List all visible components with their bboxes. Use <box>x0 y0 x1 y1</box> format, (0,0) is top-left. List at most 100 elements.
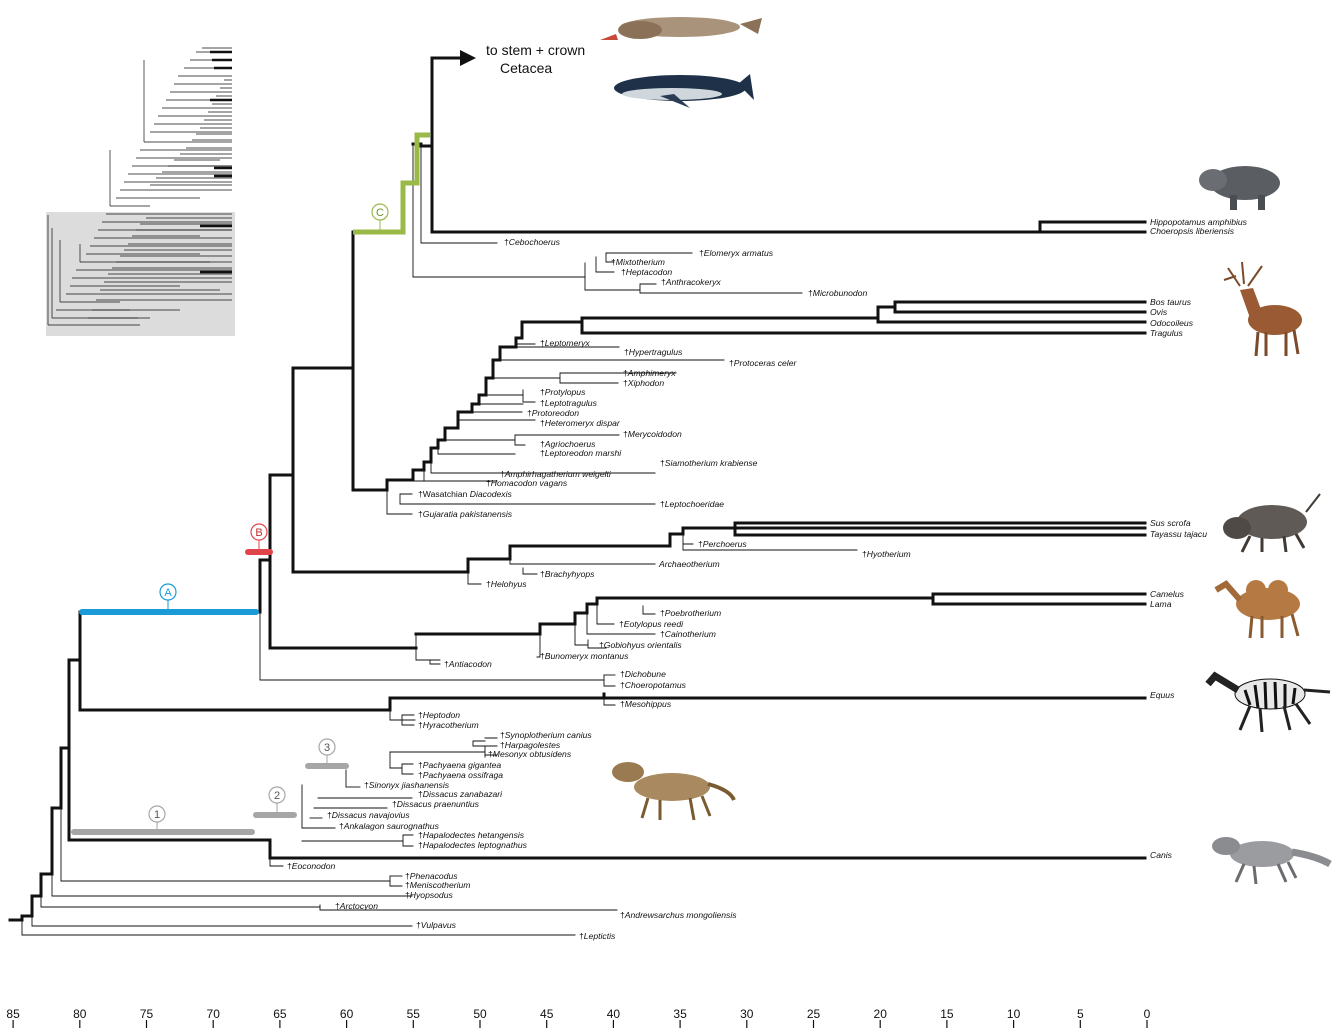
taxon-label-leptictis: †Leptictis <box>579 931 616 941</box>
deer-illustration <box>1223 261 1302 357</box>
taxon-label-pachyaena_g: †Pachyaena gigantea <box>418 760 501 770</box>
taxon-label-choeropsis: Choeropsis liberiensis <box>1150 226 1235 236</box>
zebra-illustration <box>1205 671 1331 733</box>
taxon-label-homacodon: †Homacodon vagans <box>486 478 568 488</box>
mesonychid-illustration <box>612 762 736 821</box>
taxon-label-amphimeryx: †Amphimeryx <box>623 368 676 378</box>
tick-label-85: 85 <box>6 1007 20 1021</box>
camel-illustration <box>1214 580 1300 639</box>
taxon-label-protoceras: †Protoceras celer <box>729 358 797 368</box>
tick-label-25: 25 <box>807 1007 821 1021</box>
bar-2-circle <box>268 786 286 804</box>
tick-label-70: 70 <box>207 1007 221 1021</box>
taxon-label-amphirhagatherium: †Amphirhagatherium weigelti <box>500 469 612 479</box>
taxon-label-mercoidodon: †Merycoidodon <box>623 429 682 439</box>
tick-label-35: 35 <box>673 1007 687 1021</box>
taxon-label-cainotherium: †Cainotherium <box>660 629 716 639</box>
tick-label-50: 50 <box>473 1007 487 1021</box>
warthog-illustration <box>1223 493 1321 553</box>
arrow-label: to stem + crown Cetacea <box>486 42 585 76</box>
taxon-label-meniscotherium: †Meniscotherium <box>405 880 470 890</box>
taxon-label-perchoerus: †Perchoerus <box>698 539 747 549</box>
taxon-label-mesohippus: †Mesohippus <box>620 699 672 709</box>
taxon-label-bunomeryx: †Bunomeryx montanus <box>540 651 629 661</box>
taxon-label-heptacodon: †Heptacodon <box>621 267 672 277</box>
bar-1-circle <box>148 805 166 823</box>
taxon-label-sus: Sus scrofa <box>1150 518 1191 528</box>
taxon-label-pachyaena_o: †Pachyaena ossifraga <box>418 770 503 780</box>
inset-branches <box>47 47 232 326</box>
taxon-label-tayassu: Tayassu tajacu <box>1150 529 1207 539</box>
taxon-label-hapalodectes_l: †Hapalodectes leptognathus <box>418 840 528 850</box>
thin-branches <box>21 143 858 936</box>
bar-2: 2 <box>253 786 297 818</box>
inset-bold-tips <box>200 50 232 274</box>
taxon-label-andrewsarchus: †Andrewsarchus mongoliensis <box>620 910 737 920</box>
clade-bars: A B C 1 2 3 <box>71 203 389 835</box>
taxon-label-lama: Lama <box>1150 599 1172 609</box>
tick-label-55: 55 <box>407 1007 421 1021</box>
taxon-label-mesonyx: †Mesonyx obtusidens <box>488 749 572 759</box>
taxon-label-dissacus_z: †Dissacus zanabazari <box>418 789 503 799</box>
taxon-label-camelus: Camelus <box>1150 589 1185 599</box>
bar-A: A <box>79 583 259 615</box>
taxon-label-canis: Canis <box>1150 850 1173 860</box>
taxon-label-dissacus_p: †Dissacus praenuntius <box>392 799 480 809</box>
inset-overview-tree <box>46 47 235 336</box>
taxon-label-hypertragulus: †Hypertragulus <box>624 347 683 357</box>
taxon-label-heptodon: †Heptodon <box>418 710 460 720</box>
taxon-label-poebrotherium: †Poebrotherium <box>660 608 721 618</box>
taxon-label-brachyhyops: †Brachyhyops <box>540 569 595 579</box>
arrow-label-line2: Cetacea <box>500 60 552 76</box>
taxon-label-microbunodon: †Microbunodon <box>808 288 867 298</box>
bar-C: C <box>371 203 389 230</box>
tick-label-0: 0 <box>1144 1007 1151 1021</box>
early-whale-illustration <box>600 17 762 40</box>
taxon-label-leptomeryx: †Leptomeryx <box>540 338 590 348</box>
taxon-label-leptotragulus: †Leptotragulus <box>540 398 598 408</box>
taxon-label-hyracotherium: †Hyracotherium <box>418 720 479 730</box>
taxon-label-choeropotamus: †Choeropotamus <box>620 680 687 690</box>
taxon-label-vulpavus: †Vulpavus <box>416 920 457 930</box>
bar-B: B <box>245 523 273 555</box>
taxon-label-phenacodus: †Phenacodus <box>405 871 458 881</box>
taxon-label-protylopus: †Protylopus <box>540 387 586 397</box>
bold-branches <box>8 56 1147 922</box>
taxon-label-equus: Equus <box>1150 690 1175 700</box>
taxon-label-arctocyon: †Arctocyon <box>335 901 378 911</box>
taxon-label-diacodexis: †Wasatchian Diacodexis <box>418 489 512 499</box>
taxon-label-archaeotherium: Archaeotherium <box>658 559 720 569</box>
bar-3-label: 3 <box>324 742 330 754</box>
taxon-label-hippo: Hippopotamus amphibius <box>1150 217 1248 227</box>
bar-3-circle <box>318 738 336 756</box>
taxon-label-siamotherium: †Siamotherium krabiense <box>660 458 758 468</box>
taxon-label-hyotherium: †Hyotherium <box>862 549 911 559</box>
taxon-label-helohyus: †Helohyus <box>486 579 527 589</box>
tick-label-40: 40 <box>607 1007 621 1021</box>
taxon-label-gobiohyus: †Gobiohyus orientalis <box>599 640 682 650</box>
bar-A-circle <box>159 583 177 601</box>
tick-label-60: 60 <box>340 1007 354 1021</box>
taxon-label-protoreodon: †Protoreodon <box>527 408 579 418</box>
taxon-label-sinonyx: †Sinonyx jiashanensis <box>364 780 450 790</box>
taxon-label-tragulus: Tragulus <box>1150 328 1183 338</box>
taxon-label-xiphodon: †Xiphodon <box>623 378 664 388</box>
bar-B-circle <box>250 523 268 541</box>
bar-C-label: C <box>376 207 384 219</box>
bar-B-label: B <box>255 527 262 539</box>
bar-2-label: 2 <box>274 790 280 802</box>
cetacea-arrowhead <box>460 50 476 66</box>
taxon-label-hyopsodus: †Hyopsodus <box>405 890 453 900</box>
taxon-label-elomeryx: †Elomeryx armatus <box>699 248 774 258</box>
taxon-label-eotylopus: †Eotylopus reedi <box>619 619 684 629</box>
taxon-label-antiacodon: †Antiacodon <box>444 659 492 669</box>
taxon-label-heteromeryx: †Heteromeryx dispar <box>540 418 621 428</box>
coyote-illustration <box>1212 837 1332 885</box>
taxon-label-dissacus_n: †Dissacus navajovius <box>327 810 410 820</box>
taxon-label-synoplotherium: †Synoplotherium canius <box>500 730 592 740</box>
bar-1: 1 <box>71 805 255 835</box>
